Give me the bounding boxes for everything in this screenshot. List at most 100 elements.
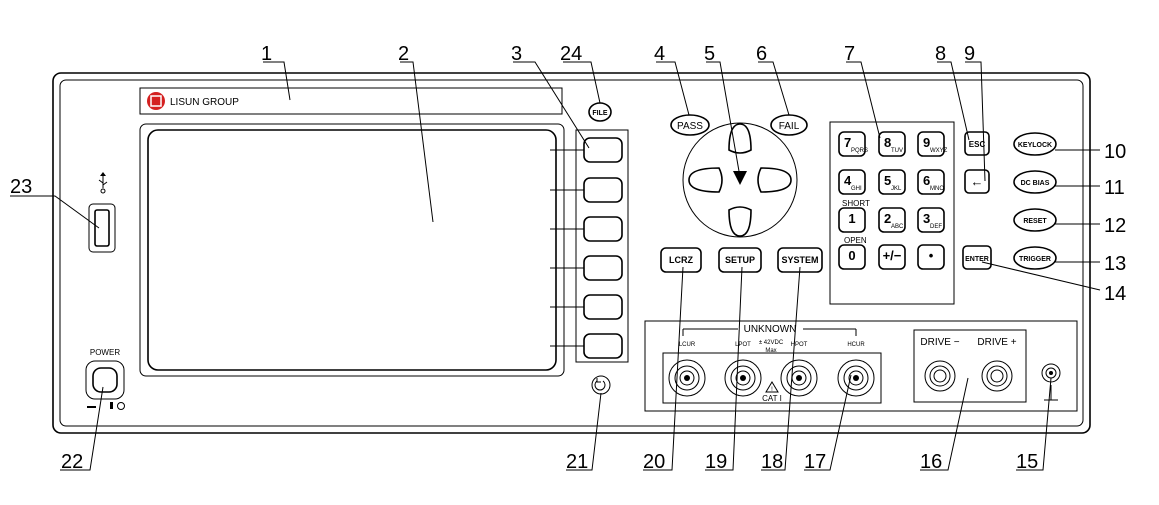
warning-triangle-icon: ! xyxy=(765,381,779,393)
svg-text:DC BIAS: DC BIAS xyxy=(1021,180,1050,187)
keypad-key-label: 6 xyxy=(923,173,930,188)
svg-text:!: ! xyxy=(771,387,773,393)
setup-button[interactable]: SETUP xyxy=(718,247,762,273)
keypad-key-sublabel: ABC xyxy=(891,224,904,230)
svg-text:PASS: PASS xyxy=(677,121,703,132)
nav-right-button[interactable] xyxy=(757,167,792,193)
callout-19: 19 xyxy=(705,451,727,473)
svg-text:ENTER: ENTER xyxy=(965,256,989,263)
navigation-pad[interactable] xyxy=(682,122,798,238)
drive-plus-terminal[interactable] xyxy=(981,360,1013,392)
nav-left-button[interactable] xyxy=(688,167,723,193)
drive-plus-label: DRIVE + xyxy=(977,337,1016,348)
callout-8: 8 xyxy=(935,43,946,65)
svg-text:ESC: ESC xyxy=(969,140,986,149)
softkey-3[interactable] xyxy=(583,216,623,242)
lcur-terminal[interactable] xyxy=(668,359,706,397)
backspace-button[interactable]: ← xyxy=(964,169,990,194)
brand-name: LISUN GROUP xyxy=(170,97,239,108)
keypad-key-label: 5 xyxy=(884,173,891,188)
drive-minus-terminal[interactable] xyxy=(924,360,956,392)
callout-9: 9 xyxy=(964,43,975,65)
svg-text:RESET: RESET xyxy=(1023,218,1047,225)
trigger-button[interactable]: TRIGGER xyxy=(1013,246,1057,270)
keypad-key-12[interactable]: • xyxy=(917,244,945,270)
keypad-key-sublabel: JKL xyxy=(891,186,902,192)
lpot-terminal[interactable] xyxy=(724,359,762,397)
svg-text:FILE: FILE xyxy=(592,110,607,117)
keypad-key-sublabel: GHI xyxy=(851,186,862,192)
callout-11: 11 xyxy=(1104,177,1125,199)
callout-22: 22 xyxy=(61,451,83,473)
brand-bar xyxy=(139,87,563,115)
open-label: OPEN xyxy=(844,236,867,245)
enter-button[interactable]: ENTER xyxy=(962,245,992,270)
lcrz-button[interactable]: LCRZ xyxy=(660,247,702,273)
keypad-key-sublabel: DEF xyxy=(930,224,942,230)
file-button[interactable]: FILE xyxy=(588,102,612,122)
max-voltage-label: ± 42VDC xyxy=(759,340,784,346)
esc-button[interactable]: ESC xyxy=(964,131,990,156)
keypad-key-label: 1 xyxy=(848,211,855,226)
keypad-key-7[interactable]: 1 xyxy=(838,207,866,233)
nav-center-button[interactable] xyxy=(733,171,747,185)
hcur-label: HCUR xyxy=(847,342,865,348)
max-label: Max xyxy=(765,348,776,354)
callout-14: 14 xyxy=(1104,283,1126,305)
drive-terminal-frame xyxy=(913,329,1027,403)
keylock-button[interactable]: KEYLOCK xyxy=(1013,132,1057,156)
unknown-terminal-bracket xyxy=(662,352,882,404)
keypad-key-label: 4 xyxy=(844,173,852,188)
keypad-key-11[interactable]: +/− xyxy=(878,244,906,270)
callout-3: 3 xyxy=(511,43,522,65)
nav-up-button[interactable] xyxy=(728,123,752,154)
softkey-2[interactable] xyxy=(583,177,623,203)
power-button[interactable] xyxy=(85,360,125,400)
svg-text:←: ← xyxy=(971,174,984,189)
keypad-key-label: • xyxy=(929,248,934,263)
hpot-label: HPOT xyxy=(791,342,808,348)
keypad-key-label: 9 xyxy=(923,135,930,150)
hcur-terminal[interactable] xyxy=(837,359,875,397)
keypad-key-10[interactable]: 0 xyxy=(838,244,866,270)
display-screen xyxy=(147,129,557,371)
callout-1: 1 xyxy=(261,43,272,65)
softkey-4[interactable] xyxy=(583,255,623,281)
svg-text:TRIGGER: TRIGGER xyxy=(1019,256,1051,263)
power-label: POWER xyxy=(90,348,120,357)
hpot-terminal[interactable] xyxy=(780,359,818,397)
callout-2: 2 xyxy=(398,43,409,65)
fail-indicator: FAIL xyxy=(770,114,808,136)
callout-12: 12 xyxy=(1104,215,1126,237)
svg-text:FAIL: FAIL xyxy=(779,121,800,132)
softkey-1[interactable] xyxy=(583,137,623,163)
keypad-key-label: 0 xyxy=(848,248,855,263)
callout-24: 24 xyxy=(560,43,582,65)
usb-port[interactable] xyxy=(88,203,116,253)
callout-15: 15 xyxy=(1016,451,1038,473)
usb-icon xyxy=(98,172,108,194)
dc-bias-button[interactable]: DC BIAS xyxy=(1013,170,1057,194)
keypad-key-sublabel: PQRS xyxy=(851,148,868,154)
callout-leader-lines xyxy=(10,61,1101,471)
panel-inner-frame xyxy=(59,79,1084,427)
softkey-6[interactable] xyxy=(583,333,623,359)
terminal-panel-frame xyxy=(644,320,1078,412)
ground-icon xyxy=(1044,385,1058,401)
keypad-key-sublabel: TUV xyxy=(891,148,903,154)
callout-21: 21 xyxy=(566,451,588,473)
return-button[interactable] xyxy=(591,375,611,395)
reset-button[interactable]: RESET xyxy=(1013,208,1057,232)
nav-down-button[interactable] xyxy=(728,206,752,237)
softkey-5[interactable] xyxy=(583,294,623,320)
svg-text:SYSTEM: SYSTEM xyxy=(781,255,818,265)
